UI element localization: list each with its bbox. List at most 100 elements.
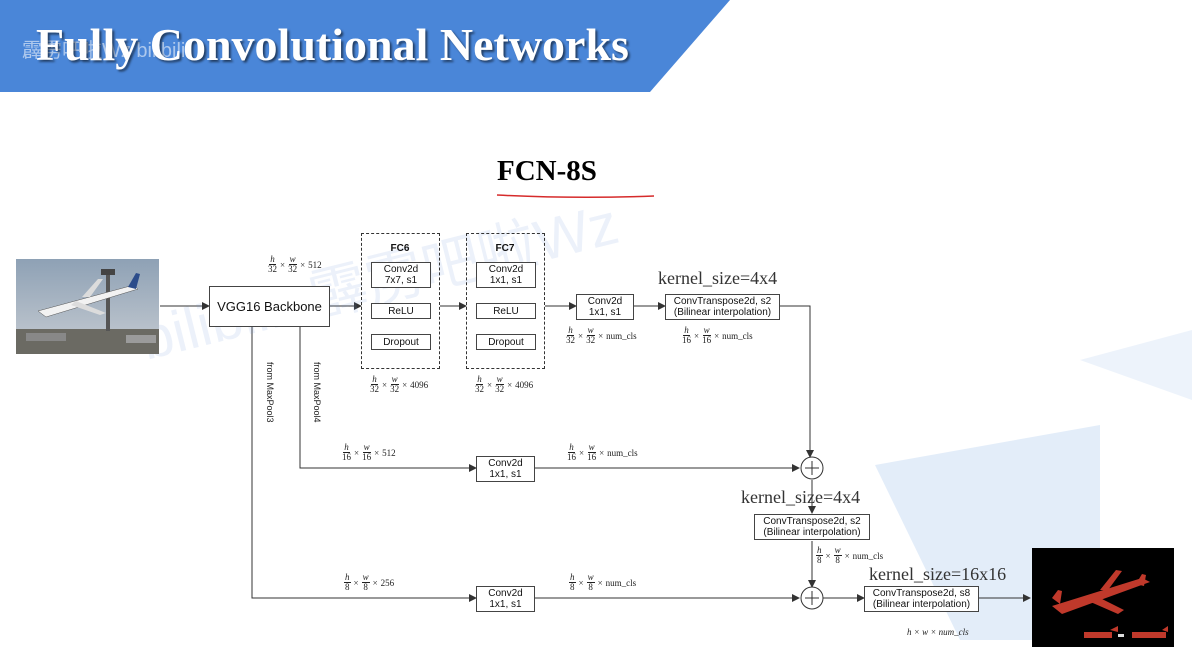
label-from-maxpool4: from MaxPool4 [312, 362, 322, 423]
times-sign: × [714, 330, 720, 341]
times-sign: × [372, 577, 378, 588]
fc6-group [361, 233, 440, 369]
conv-score-pool4: Conv2d 1x1, s1 [476, 456, 535, 482]
diagram-subtitle: FCN-8S [497, 155, 597, 187]
dim-den: 16 [567, 452, 576, 462]
dim-den: 8 [817, 555, 822, 565]
fc7-group [466, 233, 545, 369]
dim-den: 32 [566, 335, 575, 345]
times-sign: × [694, 330, 700, 341]
upsample-mid: ConvTranspose2d, s2 (Bilinear interpolat… [754, 514, 870, 540]
dim-suffix: num_cls [852, 550, 884, 561]
kernel-label-final: kernel_size=16x16 [869, 564, 1007, 584]
times-sign: × [300, 259, 306, 270]
times-sign: × [354, 447, 360, 458]
label-from-maxpool3: from MaxPool3 [265, 362, 275, 423]
dim-num: h [683, 325, 690, 336]
output-image [1032, 548, 1174, 647]
fc6-conv: Conv2d 7x7, s1 [371, 262, 431, 288]
fc7-title: FC7 [495, 243, 515, 254]
dim-den: 32 [586, 335, 596, 345]
upsample-top: ConvTranspose2d, s2 (Bilinear interpolat… [665, 294, 780, 320]
dim-num: h [269, 254, 276, 265]
slide-title: Fully Convolutional Networks [36, 19, 629, 70]
dim-suffix: 512 [308, 259, 322, 270]
arrow-pool4-conv [299, 326, 477, 472]
dim-den: 32 [370, 384, 379, 394]
times-sign: × [487, 379, 493, 390]
dim-num: w [495, 374, 504, 385]
fc7-relu: ReLU [476, 303, 536, 319]
dim-den: 16 [702, 335, 712, 345]
dim-suffix: num_cls [605, 577, 637, 588]
dim-num: w [587, 442, 596, 453]
upsample-final: ConvTranspose2d, s8 (Bilinear interpolat… [864, 586, 979, 612]
dim-num: w [390, 374, 399, 385]
fc6-dropout: Dropout [371, 334, 431, 350]
dim-suffix: num_cls [606, 330, 637, 341]
dim-suffix: num_cls [722, 330, 753, 341]
times-sign: × [597, 577, 603, 588]
fc6-title: FC6 [390, 243, 410, 254]
dim-suffix: 4096 [515, 379, 534, 390]
segmentation-mask [1052, 570, 1168, 638]
add-node-2 [800, 586, 824, 610]
times-sign: × [507, 379, 513, 390]
dim-den: 8 [835, 555, 840, 565]
conv-score-top: Conv2d 1x1, s1 [576, 294, 634, 320]
dim-suffix: 4096 [410, 379, 429, 390]
vgg16-backbone: VGG16 Backbone [209, 286, 330, 327]
dim-num: w [586, 572, 595, 583]
dim-suffix: num_cls [607, 447, 638, 458]
title-banner [0, 0, 730, 92]
dim-den: 32 [288, 264, 298, 274]
times-sign: × [578, 577, 584, 588]
times-sign: × [402, 379, 408, 390]
dim-num: w [362, 442, 371, 453]
dim-suffix: 512 [382, 447, 396, 458]
dim-num: h [344, 572, 351, 583]
dim-den: 8 [570, 582, 575, 592]
dim-num: h [816, 545, 823, 556]
conv-score-pool3: Conv2d 1x1, s1 [476, 586, 535, 612]
dim-output: h × w × num_cls [907, 627, 969, 637]
kernel-label-top: kernel_size=4x4 [658, 268, 778, 288]
dim-den: 32 [495, 384, 505, 394]
airplane-photo [16, 259, 159, 354]
dim-den: 32 [390, 384, 400, 394]
add-node-1 [800, 456, 824, 480]
dim-den: 32 [475, 384, 484, 394]
dim-den: 32 [268, 264, 277, 274]
dim-num: h [476, 374, 483, 385]
times-sign: × [599, 447, 605, 458]
fc7-conv: Conv2d 1x1, s1 [476, 262, 536, 288]
dim-den: 8 [363, 582, 368, 592]
times-sign: × [825, 550, 831, 561]
subtitle-underline [496, 194, 655, 199]
fc7-dropout: Dropout [476, 334, 536, 350]
kernel-label-mid: kernel_size=4x4 [741, 487, 861, 507]
times-sign: × [280, 259, 286, 270]
dim-num: w [361, 572, 370, 583]
dim-num: w [288, 254, 297, 265]
dim-num: w [586, 325, 595, 336]
input-image [16, 259, 159, 354]
times-sign: × [382, 379, 388, 390]
dim-num: h [568, 442, 575, 453]
times-sign: × [374, 447, 380, 458]
dim-suffix: 256 [380, 577, 395, 588]
dim-num: h [343, 442, 350, 453]
dim-num: h [567, 325, 574, 336]
dim-den: 16 [682, 335, 691, 345]
fc6-relu: ReLU [371, 303, 431, 319]
dim-den: 8 [588, 582, 593, 592]
